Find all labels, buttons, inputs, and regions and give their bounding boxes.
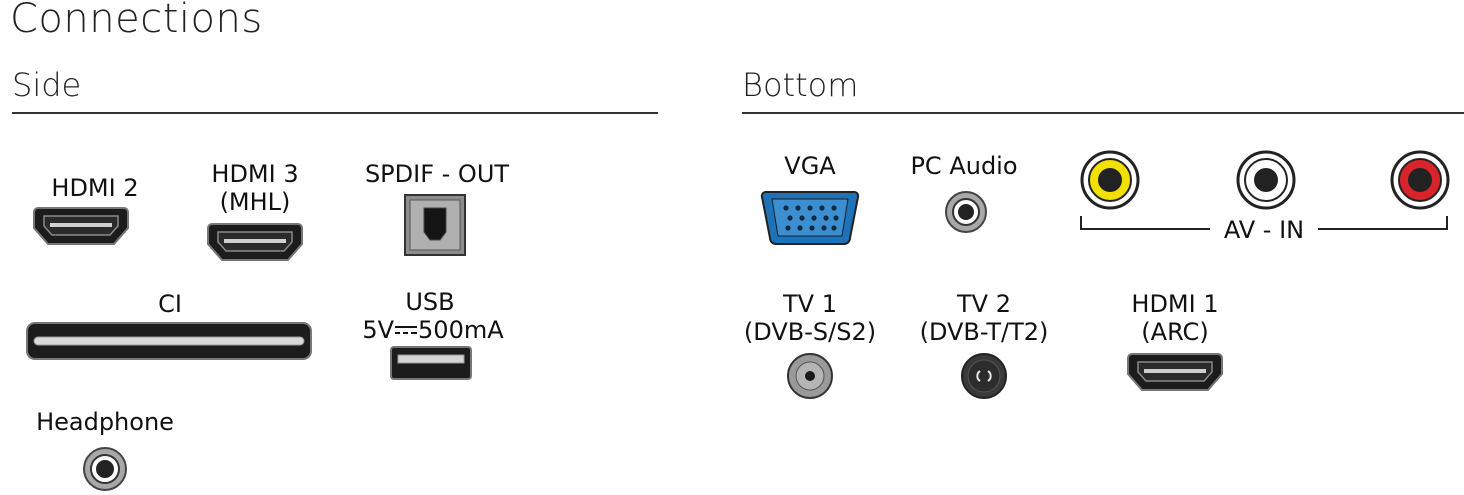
side-divider: [12, 112, 658, 114]
av-in-audio-left-jack-icon: [1236, 150, 1296, 210]
usb-voltage: 5V: [362, 316, 395, 344]
vga-label: VGA: [784, 152, 836, 180]
headphone-jack-icon: [83, 447, 127, 491]
tv1-satellite-connector-icon: [787, 353, 833, 399]
av-in-bracket-line-left: [1080, 228, 1210, 230]
page-title: Connections: [10, 0, 263, 42]
av-in-bracket-left: [1080, 216, 1082, 230]
tv2-label-line2: (DVB-T/T2): [919, 318, 1049, 346]
tv1-label: TV 1 (DVB-S/S2): [740, 290, 880, 346]
hdmi1-label-line2: (ARC): [1141, 318, 1209, 346]
spdif-port-icon: [404, 194, 466, 256]
bottom-heading: Bottom: [742, 66, 859, 104]
av-in-label: AV - IN: [1223, 216, 1305, 244]
usb-label-line1: USB: [405, 288, 455, 316]
hdmi1-port-icon: [1127, 353, 1223, 391]
av-in-video-jack-icon: [1080, 150, 1140, 210]
tv1-label-line1: TV 1: [783, 290, 837, 318]
tv2-label-line1: TV 2: [957, 290, 1011, 318]
ci-slot-icon: [26, 322, 312, 360]
hdmi1-label-line1: HDMI 1: [1131, 290, 1219, 318]
pc-audio-label: PC Audio: [910, 152, 1018, 180]
hdmi3-label: HDMI 3 (MHL): [180, 160, 330, 216]
hdmi3-label-line1: HDMI 3: [211, 160, 299, 188]
usb-label-line2: 5V 500mA: [358, 316, 508, 344]
tv2-label: TV 2 (DVB-T/T2): [914, 290, 1054, 346]
tv2-antenna-connector-icon: [961, 353, 1007, 399]
usb-port-icon: [390, 346, 472, 380]
hdmi2-port-icon: [33, 207, 129, 245]
side-heading: Side: [12, 66, 82, 104]
hdmi3-label-line2: (MHL): [219, 188, 291, 216]
bottom-divider: [742, 112, 1464, 114]
pc-audio-jack-icon: [945, 191, 987, 233]
vga-port-icon: [760, 191, 860, 245]
av-in-bracket-right: [1446, 216, 1448, 230]
hdmi1-label: HDMI 1 (ARC): [1100, 290, 1250, 346]
hdmi3-port-icon: [207, 223, 303, 261]
av-in-bracket-line-right: [1318, 228, 1448, 230]
hdmi2-label: HDMI 2: [51, 174, 139, 202]
headphone-label: Headphone: [36, 408, 174, 436]
av-in-audio-right-jack-icon: [1390, 150, 1450, 210]
spdif-label: SPDIF - OUT: [364, 160, 510, 188]
ci-label: CI: [158, 290, 182, 318]
dc-symbol-icon: [395, 324, 418, 338]
usb-current: 500mA: [418, 316, 504, 344]
tv1-label-line2: (DVB-S/S2): [743, 318, 877, 346]
